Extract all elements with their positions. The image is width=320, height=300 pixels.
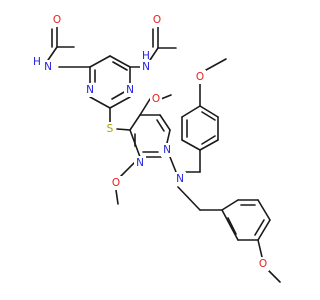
bond: [159, 114, 171, 131]
amine-nitrogen-label: N: [176, 173, 184, 185]
pyrimidine-nitrogen-background: [134, 156, 146, 170]
bond: [139, 98, 151, 116]
bond: [116, 128, 131, 131]
amine-nitrogen-background: [174, 172, 186, 186]
amide-nitrogen-right-label: N: [142, 61, 150, 73]
bond: [181, 139, 201, 151]
bond: [177, 186, 201, 211]
bond: [257, 239, 263, 258]
pyrimidine-nitrogen-label: N: [163, 144, 171, 156]
bond: [221, 199, 239, 211]
thioether-sulfur-background: [104, 122, 116, 136]
methoxy-oxygen-label: O: [196, 71, 204, 83]
bond: [267, 269, 281, 283]
amide-hydrogen-left-label: H: [33, 56, 41, 68]
bond: [166, 129, 171, 144]
amide-hydrogen-right-label: H: [142, 50, 150, 62]
bond: [111, 90, 127, 100]
bond: [129, 114, 141, 131]
bond: [89, 96, 111, 109]
bond: [149, 47, 159, 61]
pyrimidine-nitrogen-label: N: [86, 84, 94, 96]
bond: [257, 199, 271, 221]
bond: [227, 217, 237, 235]
carbonyl-oxygen-right-label: O: [153, 14, 161, 26]
amide-nitrogen-right-background: [140, 60, 152, 74]
bond: [160, 94, 172, 100]
amide-hydrogen-left-background: [31, 55, 43, 69]
amide-nitrogen-left-background: [42, 60, 54, 74]
carbonyl-oxygen-right-background: [151, 13, 163, 27]
methoxy-oxygen-label: O: [152, 93, 160, 105]
bond: [199, 139, 219, 151]
pyrimidine-nitrogen-label: N: [126, 84, 134, 96]
pyrimidine-nitrogen-background: [84, 83, 96, 97]
bond: [257, 219, 271, 241]
bond-layer: [45, 26, 281, 283]
carbonyl-oxygen-left-label: O: [53, 14, 61, 26]
carbonyl-oxygen-left-background: [51, 13, 63, 27]
methoxy-oxygen-background: [257, 257, 269, 271]
bond: [201, 111, 216, 121]
pyrimidine-nitrogen-background: [161, 143, 173, 157]
bond: [156, 119, 165, 132]
amide-nitrogen-left-label: N: [44, 61, 52, 73]
bond: [199, 105, 219, 118]
bond: [201, 135, 216, 145]
bond: [115, 189, 119, 205]
methoxy-oxygen-background: [110, 176, 122, 190]
bond: [89, 55, 111, 68]
bond: [205, 58, 227, 71]
bond: [109, 55, 131, 68]
pyrimidine-nitrogen-background: [124, 83, 136, 97]
bond: [169, 156, 177, 173]
bond: [254, 219, 265, 236]
methoxy-oxygen-background: [150, 92, 162, 106]
thioether-sulfur-label: S: [107, 123, 114, 135]
methoxy-oxygen-label: O: [259, 258, 267, 270]
methoxy-oxygen-label: O: [112, 177, 120, 189]
pyrimidine-nitrogen-label: N: [136, 157, 144, 169]
bond: [112, 61, 128, 71]
bond: [181, 105, 201, 118]
methoxy-oxygen-background: [194, 70, 206, 84]
bond: [221, 209, 239, 241]
bond: [109, 96, 131, 109]
